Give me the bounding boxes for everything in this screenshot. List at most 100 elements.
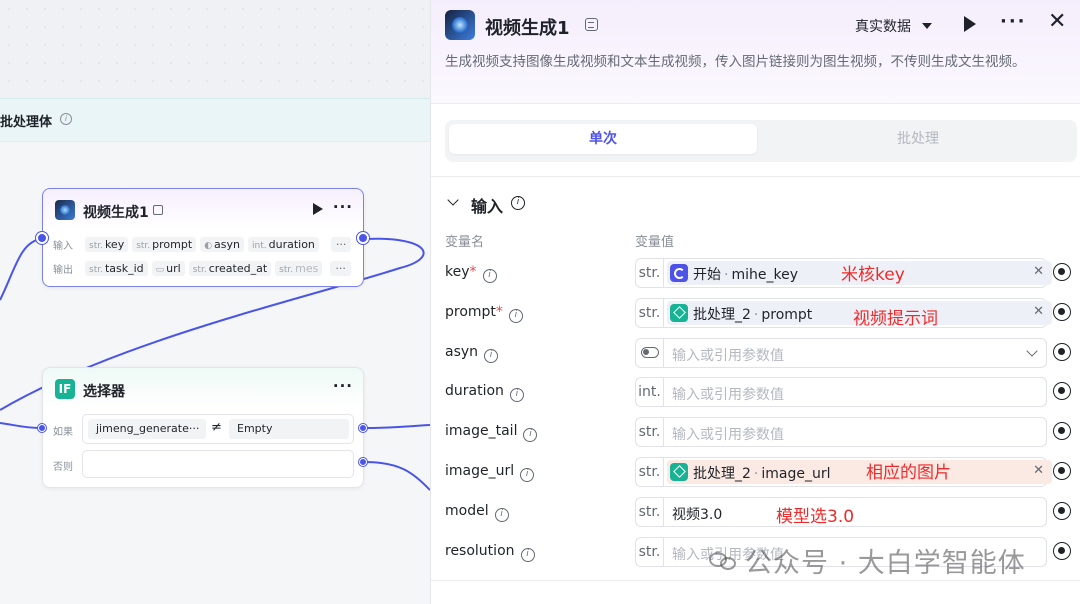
- annotation-note: 模型选3.0: [776, 507, 855, 527]
- node-config-panel: 视频生成1 真实数据 ··· ✕ 生成视频支持图像生成视频和文本生成视频，传入图…: [430, 0, 1080, 604]
- info-icon[interactable]: i: [60, 113, 72, 125]
- workflow-canvas[interactable]: 批处理体 i 视频生成1 ··· 输入 str.key str.prompt ◐…: [0, 0, 430, 604]
- param-value-field[interactable]: int. 输入或引用参数值: [635, 377, 1047, 407]
- node-title: 选择器: [83, 384, 125, 400]
- run-mode-tabs: 单次 批处理: [445, 120, 1077, 162]
- info-icon[interactable]: i: [508, 309, 523, 323]
- else-label: 否则: [53, 462, 73, 473]
- selector-else-output-port[interactable]: [359, 458, 367, 466]
- param-value-field[interactable]: str. 视频3.0: [635, 497, 1047, 527]
- type-tag: str.: [636, 259, 664, 287]
- info-icon[interactable]: i: [482, 269, 497, 283]
- input-chip-key: str.key: [85, 237, 129, 252]
- param-value-field[interactable]: str. 批处理_2·prompt ✕: [635, 298, 1052, 328]
- selector-input-port[interactable]: [38, 424, 46, 432]
- reference-target-icon[interactable]: [1053, 542, 1071, 560]
- reference-target-icon[interactable]: [1053, 462, 1071, 480]
- tab-single[interactable]: 单次: [449, 124, 757, 154]
- chevron-down-icon[interactable]: [1026, 345, 1038, 357]
- info-icon[interactable]: i: [523, 428, 538, 442]
- selector-node[interactable]: IF 选择器 ··· 如果 jimeng_generate··· ≠ Empty…: [42, 367, 364, 488]
- condition-right-operand[interactable]: Empty: [229, 419, 349, 439]
- batch-container-title: 批处理体: [0, 115, 53, 130]
- plugin-badge-icon: [153, 205, 163, 215]
- run-node-play-icon[interactable]: [313, 203, 323, 215]
- clear-icon[interactable]: ✕: [1033, 304, 1044, 319]
- input-chip-duration: int.duration: [248, 237, 319, 252]
- node-title: 视频生成1: [83, 205, 149, 221]
- node-more-icon[interactable]: ···: [332, 198, 353, 216]
- reference-chip[interactable]: 开始·mihe_key ✕: [667, 261, 1052, 285]
- clear-icon[interactable]: ✕: [1033, 264, 1044, 279]
- more-icon[interactable]: ···: [1000, 11, 1027, 32]
- annotation-note: 米核key: [841, 265, 905, 285]
- param-placeholder: 输入或引用参数值: [672, 387, 784, 403]
- toggle-icon[interactable]: [641, 347, 659, 358]
- column-header-value: 变量值: [635, 235, 675, 250]
- watermark-text: 公众号 · 大白学智能体: [745, 548, 1026, 579]
- video-node-output-port[interactable]: [357, 232, 369, 244]
- output-label: 输出: [53, 265, 73, 276]
- reference-target-icon[interactable]: [1053, 343, 1071, 361]
- type-tag: str.: [636, 538, 664, 566]
- caret-down-icon[interactable]: [922, 23, 932, 29]
- chevron-down-icon[interactable]: [447, 194, 459, 206]
- param-value-field[interactable]: str. 输入或引用参数值: [635, 417, 1047, 447]
- reference-target-icon[interactable]: [1053, 502, 1071, 520]
- video-generation-node[interactable]: 视频生成1 ··· 输入 str.key str.prompt ◐asyn in…: [42, 188, 364, 287]
- input-chip-asyn: ◐asyn: [200, 237, 244, 252]
- selector-if-output-port[interactable]: [359, 424, 367, 432]
- panel-title[interactable]: 视频生成1: [485, 18, 570, 39]
- reference-chip[interactable]: 批处理_2·prompt ✕: [667, 301, 1052, 325]
- reference-target-icon[interactable]: [1053, 303, 1071, 321]
- clear-icon[interactable]: ✕: [1033, 463, 1044, 478]
- info-icon[interactable]: i: [520, 468, 535, 482]
- type-tag: str.: [636, 299, 664, 327]
- section-title[interactable]: 输入: [471, 197, 504, 216]
- type-tag: int.: [636, 378, 664, 406]
- output-chip-mes: str.mes: [275, 261, 323, 276]
- condition-left-operand[interactable]: jimeng_generate···: [88, 419, 206, 439]
- param-placeholder: 输入或引用参数值: [672, 547, 784, 563]
- close-icon[interactable]: ✕: [1048, 9, 1067, 34]
- param-value-field[interactable]: str. 输入或引用参数值: [635, 537, 1047, 567]
- info-icon[interactable]: i: [509, 388, 524, 402]
- batch-node-icon: [670, 304, 688, 322]
- param-value-field[interactable]: 输入或引用参数值: [635, 338, 1047, 368]
- video-node-input-port[interactable]: [36, 232, 48, 244]
- more-outputs-button[interactable]: ···: [330, 261, 351, 276]
- more-inputs-button[interactable]: ···: [330, 237, 352, 252]
- param-value[interactable]: 视频3.0: [672, 507, 723, 523]
- info-icon[interactable]: i: [494, 508, 509, 522]
- reference-target-icon[interactable]: [1053, 263, 1071, 281]
- else-row[interactable]: [82, 450, 354, 478]
- info-icon[interactable]: i: [511, 196, 525, 210]
- output-chip-task-id: str.task_id: [85, 261, 148, 276]
- data-mode-select[interactable]: 真实数据: [855, 19, 911, 35]
- if-icon: IF: [55, 379, 75, 399]
- reference-chip[interactable]: 批处理_2·image_url ✕: [667, 460, 1052, 484]
- type-tag: [636, 339, 664, 367]
- condition-operator[interactable]: ≠: [211, 420, 222, 435]
- type-tag: str.: [636, 418, 664, 446]
- toggle-icon: ◐: [204, 241, 213, 251]
- reference-target-icon[interactable]: [1053, 382, 1071, 400]
- info-icon[interactable]: i: [484, 349, 499, 363]
- info-icon[interactable]: i: [520, 548, 535, 562]
- param-value-field[interactable]: str. 批处理_2·image_url ✕: [635, 457, 1052, 487]
- run-play-icon[interactable]: [964, 16, 976, 32]
- param-placeholder: 输入或引用参数值: [672, 348, 784, 364]
- node-more-icon[interactable]: ···: [332, 377, 353, 395]
- video-model-icon: [55, 200, 75, 220]
- input-chip-prompt: str.prompt: [132, 237, 197, 252]
- param-value-field[interactable]: str. 开始·mihe_key ✕: [635, 258, 1052, 288]
- tab-batch[interactable]: 批处理: [897, 131, 939, 147]
- condition-row[interactable]: jimeng_generate··· ≠ Empty: [82, 414, 354, 444]
- reference-target-icon[interactable]: [1053, 422, 1071, 440]
